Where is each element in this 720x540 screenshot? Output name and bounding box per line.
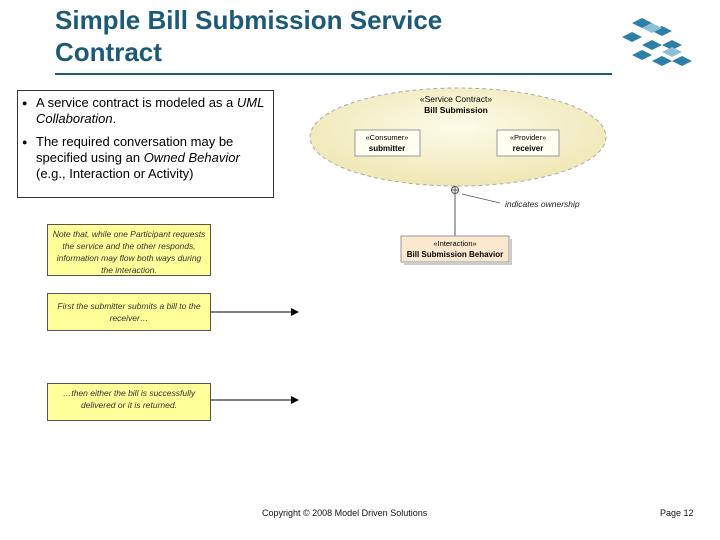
note-delivery: …then either the bill is successfully de… [47,383,211,421]
note-submit: First the submitter submits a bill to th… [47,293,211,331]
bullet-dot: ● [22,98,28,108]
bullet-text: A service contract is modeled as a [36,95,237,110]
footer-copyright: Copyright © 2008 Model Driven Solutions [262,508,428,518]
bullet-text-end: . [112,111,117,126]
service-contract-ellipse[interactable] [309,87,607,187]
title-underline [55,73,612,75]
ownership-label: indicates ownership [505,199,580,209]
bullet-text-end: (e.g., Interaction or Activity) [36,166,194,181]
note-participants: Note that, while one Participant request… [47,224,211,276]
ownership-pointer [461,193,501,204]
slide-title-line2: Contract [55,37,162,67]
bullet-item: ● A service contract is modeled as a UML… [22,95,269,127]
bullet-box: ● A service contract is modeled as a UML… [17,90,274,198]
interaction-box[interactable] [400,235,510,263]
logo-icon [622,18,692,66]
ownership-icon [451,186,459,194]
slide-title: Simple Bill Submission Service Contract [55,4,575,68]
provider-part[interactable] [496,129,560,157]
footer-page-number: Page 12 [660,508,694,518]
bullet-dot: ● [22,137,28,147]
bullet-italic-text: Owned Behavior [143,150,240,165]
bullet-item: ● The required conversation may be speci… [22,134,269,182]
bullet-italic-text: UML Collaboration [36,95,265,126]
consumer-part[interactable] [354,129,421,157]
bullet-text: The required conversation may be specifi… [36,134,234,165]
slide-title-line1: Simple Bill Submission Service [55,5,443,35]
